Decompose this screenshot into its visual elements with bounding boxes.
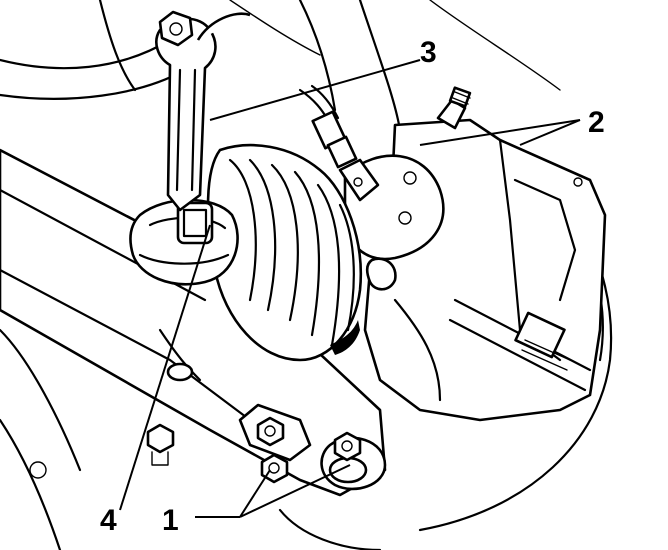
bolt-icon [333, 431, 362, 462]
bleed-valve [436, 86, 472, 130]
stabilizer-bushing [129, 198, 239, 286]
body-panel [0, 0, 561, 550]
nut-icon [158, 10, 194, 47]
bolt-icon [146, 423, 175, 466]
bolt-icon [260, 453, 289, 484]
callout-1: 1 [162, 504, 179, 537]
stabilizer-link [155, 10, 251, 212]
bolt-icon [256, 416, 285, 447]
callout-4: 4 [100, 504, 117, 537]
brake-hose [298, 84, 380, 202]
cv-boot [206, 143, 363, 362]
leader-lines [119, 59, 581, 518]
lower-control-arm [0, 148, 387, 497]
callout-3: 3 [420, 36, 437, 69]
callout-2: 2 [588, 106, 605, 139]
ball-joint-bolts [146, 403, 362, 484]
